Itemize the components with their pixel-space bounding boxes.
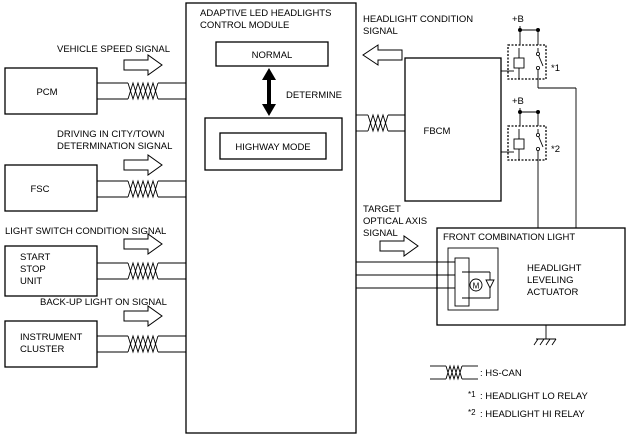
determine-double-arrow [262, 68, 276, 116]
headlight-hi-relay: +B *2 [507, 96, 560, 161]
legend-note1-text: : HEADLIGHT LO RELAY [480, 391, 589, 402]
ground-icon [533, 325, 557, 346]
hs-can-start-stop [97, 261, 186, 281]
driving-city-signal-line1: DRIVING IN CITY/TOWN [57, 129, 165, 140]
driving-city-signal-line2: DETERMINATION SIGNAL [57, 141, 172, 152]
legend-hs-can-symbol [430, 364, 478, 381]
highway-mode-box [219, 132, 327, 160]
front-combination-light-label: FRONT COMBINATION LIGHT [443, 232, 575, 243]
normal-box [215, 41, 329, 67]
front-combination-light: FRONT COMBINATION LIGHT M HEADLIGHT LEVE… [436, 227, 626, 326]
plus-b-label-1: +B [512, 14, 524, 25]
driving-city-arrow [123, 154, 163, 176]
hs-can-pcm [97, 81, 186, 101]
backup-light-arrow [123, 305, 163, 327]
actuator-line3: ACTUATOR [527, 287, 579, 298]
motor-icon [469, 278, 483, 292]
target-optical-axis-arrow [379, 235, 419, 257]
legend-note2-text: : HEADLIGHT HI RELAY [480, 409, 585, 420]
control-module-title-line2: CONTROL MODULE [200, 20, 289, 31]
instrument-line1: INSTRUMENT [20, 332, 82, 343]
actuator-line1: HEADLIGHT [527, 263, 582, 274]
relay-mark-1: *1 [551, 63, 560, 74]
instrument-cluster-module: INSTRUMENT CLUSTER [4, 320, 98, 368]
light-switch-arrow [123, 233, 163, 255]
actuator-line2: LEVELING [527, 275, 573, 286]
start-stop-line3: UNIT [20, 276, 42, 287]
relay-wiring [501, 70, 577, 228]
headlight-lo-relay: +B *1 [507, 14, 560, 80]
fbcm-label: FBCM [424, 126, 451, 137]
actuator-wiring [356, 261, 455, 289]
pcm-label: PCM [36, 87, 57, 98]
start-stop-unit-module: START STOP UNIT [4, 245, 98, 297]
hs-can-fsc [97, 179, 186, 199]
hs-can-fbcm [356, 113, 405, 133]
headlight-condition-arrow [362, 44, 403, 66]
start-stop-line1: START [20, 252, 50, 263]
determine-label: DETERMINE [286, 90, 342, 101]
adaptive-led-headlights-control-module: ADAPTIVE LED HEADLIGHTS CONTROL MODULE N… [185, 2, 357, 434]
relay-mark-2: *2 [551, 144, 560, 155]
instrument-line2: CLUSTER [20, 344, 64, 355]
legend-note2-mark: *2 [468, 408, 476, 417]
target-optical-axis-line3: SIGNAL [363, 228, 398, 239]
backup-light-signal-label: BACK-UP LIGHT ON SIGNAL [40, 297, 167, 308]
target-optical-axis-line1: TARGET [363, 204, 401, 215]
vehicle-speed-signal-label: VEHICLE SPEED SIGNAL [57, 44, 170, 55]
fbcm-module: FBCM [404, 57, 502, 202]
legend-note1-mark: *1 [468, 390, 476, 399]
pcm-module: PCM [4, 67, 98, 115]
headlight-condition-signal-line1: HEADLIGHT CONDITION [363, 14, 473, 25]
light-switch-signal-label: LIGHT SWITCH CONDITION SIGNAL [5, 226, 166, 237]
fsc-module: FSC [4, 164, 98, 212]
normal-label: NORMAL [252, 50, 293, 61]
highway-mode-label: HIGHWAY MODE [235, 142, 310, 153]
headlight-condition-signal-line2: SIGNAL [363, 26, 398, 37]
fsc-label: FSC [31, 184, 50, 195]
vehicle-speed-arrow [123, 54, 163, 76]
legend: : HS-CAN *1 : HEADLIGHT LO RELAY *2 : HE… [430, 364, 589, 420]
hs-can-instrument [97, 334, 186, 354]
control-module-title-line1: ADAPTIVE LED HEADLIGHTS [200, 8, 331, 19]
legend-hs-can-label: : HS-CAN [480, 368, 522, 379]
target-optical-axis-line2: OPTICAL AXIS [363, 216, 427, 227]
motor-label: M [473, 282, 480, 291]
plus-b-label-2: +B [512, 96, 524, 107]
start-stop-line2: STOP [20, 264, 46, 275]
